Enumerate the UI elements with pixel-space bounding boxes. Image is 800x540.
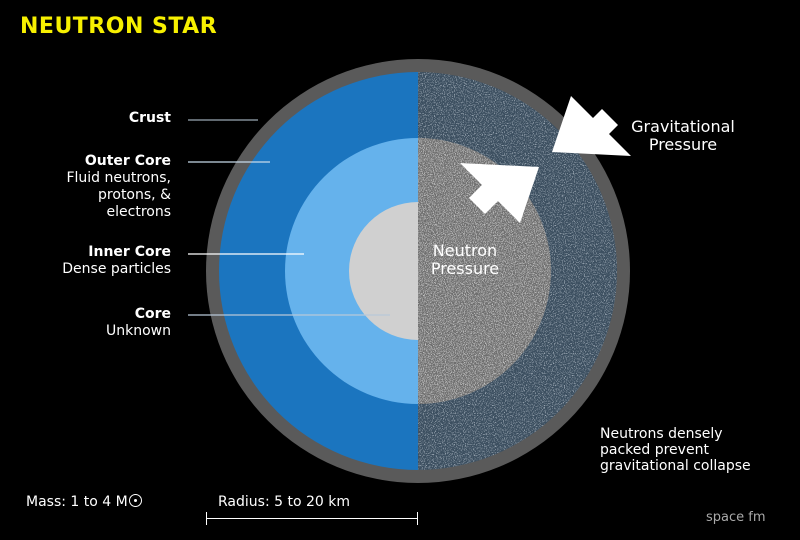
neutron-pressure-line: Pressure (430, 259, 500, 278)
outer-core-desc-line: Fluid neutrons, (66, 170, 171, 186)
layered-cutaway (219, 72, 418, 470)
inner-core-label: Inner Core Dense particles (62, 244, 171, 278)
outer-core-desc-line: protons, & (98, 187, 171, 203)
outer-core-label: Outer Core Fluid neutrons, protons, & el… (66, 153, 171, 221)
radius-caption: Radius: 5 to 20 km (218, 494, 350, 510)
page-title: NEUTRON STAR (20, 14, 218, 39)
note-line: Neutrons densely (600, 426, 723, 442)
outer-core-desc-line: electrons (106, 204, 171, 220)
gravitational-pressure-line: Gravitational (631, 117, 735, 136)
core-title: Core (134, 306, 171, 322)
mass-caption: Mass: 1 to 4 M (26, 494, 142, 510)
collapse-note: Neutrons densely packed prevent gravitat… (600, 426, 751, 474)
inner-core-desc-line: Dense particles (62, 261, 171, 277)
radius-label: Radius: (218, 494, 270, 510)
mass-label: Mass: (26, 494, 66, 510)
core-desc-line: Unknown (106, 323, 171, 339)
neutron-pressure-label: Neutron Pressure (420, 242, 510, 278)
note-line: packed prevent (600, 442, 709, 458)
crust-title: Crust (128, 110, 171, 126)
outer-core-title: Outer Core (84, 153, 171, 169)
inner-core-title: Inner Core (88, 244, 171, 260)
gravitational-pressure-arrow (552, 96, 631, 156)
space-fm-logo: space fm (706, 510, 766, 525)
radius-value: 5 to 20 km (274, 494, 350, 510)
solar-mass-icon (128, 494, 142, 507)
core-label: Core Unknown (106, 306, 171, 340)
neutron-pressure-arrow (460, 163, 539, 223)
gravitational-pressure-line: Pressure (648, 135, 718, 154)
radius-scale-bar (206, 512, 418, 525)
core-layer (349, 202, 418, 340)
gravitational-pressure-label: Gravitational Pressure (618, 118, 748, 154)
crust-label: Crust (129, 110, 171, 127)
neutron-pressure-line: Neutron (432, 241, 498, 260)
note-line: gravitational collapse (600, 458, 751, 474)
mass-value: 1 to 4 M (70, 494, 128, 510)
